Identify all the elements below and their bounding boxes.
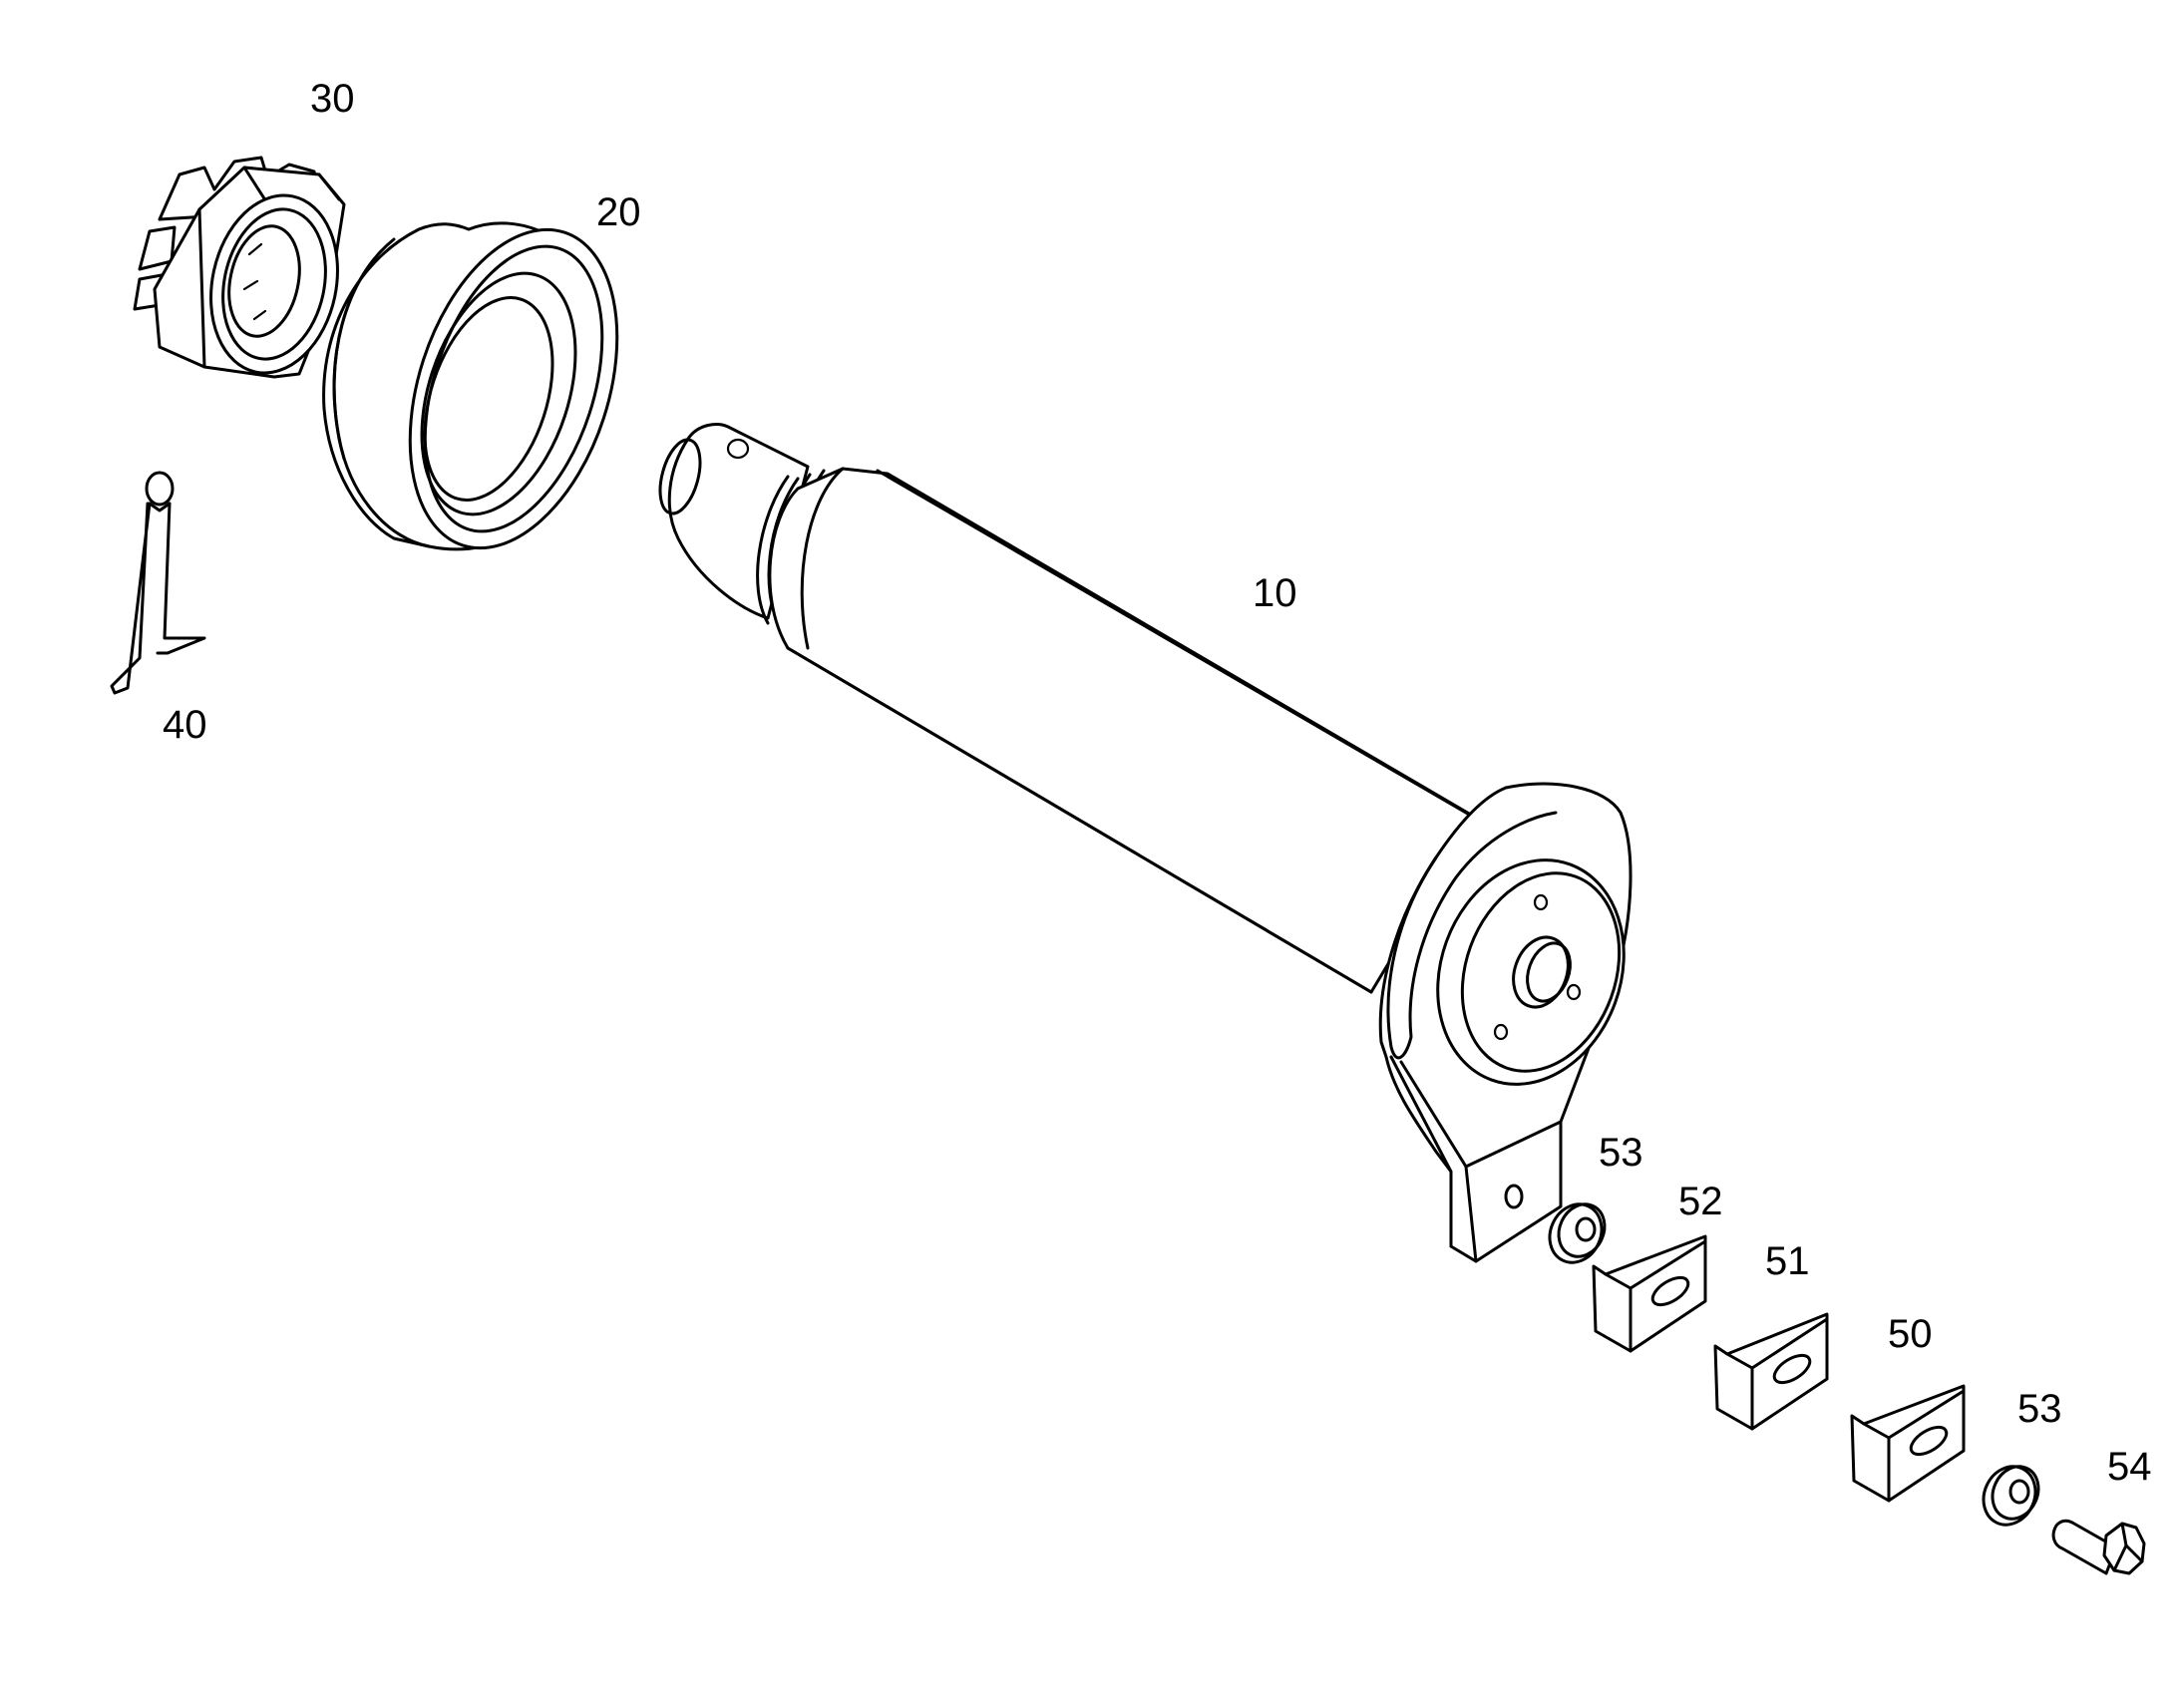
part-10-axle-shaft	[658, 423, 1633, 1263]
part-54-hex-bolt	[2051, 1519, 2146, 1575]
callout-30: 30	[310, 77, 355, 121]
callout-51: 51	[1765, 1239, 1810, 1283]
callout-50: 50	[1888, 1312, 1933, 1356]
part-30-castle-nut	[133, 156, 346, 379]
part-50-angle-bracket	[1850, 1384, 1966, 1503]
callout-10: 10	[1253, 571, 1297, 615]
callout-20: 20	[596, 190, 641, 234]
part-51-angle-bracket	[1713, 1312, 1829, 1431]
part-52-angle-bracket	[1592, 1234, 1707, 1353]
callout-52: 52	[1678, 1180, 1723, 1223]
part-40-cotter-pin	[110, 471, 206, 695]
callout-40: 40	[163, 703, 207, 747]
callout-53-upper: 53	[1599, 1131, 1643, 1175]
part-53-washer-upper	[1548, 1202, 1607, 1264]
part-53-washer-lower	[1982, 1465, 2040, 1527]
part-20-bearing-ring	[322, 221, 619, 551]
callout-53-lower: 53	[2017, 1387, 2062, 1431]
callout-54: 54	[2107, 1445, 2152, 1489]
